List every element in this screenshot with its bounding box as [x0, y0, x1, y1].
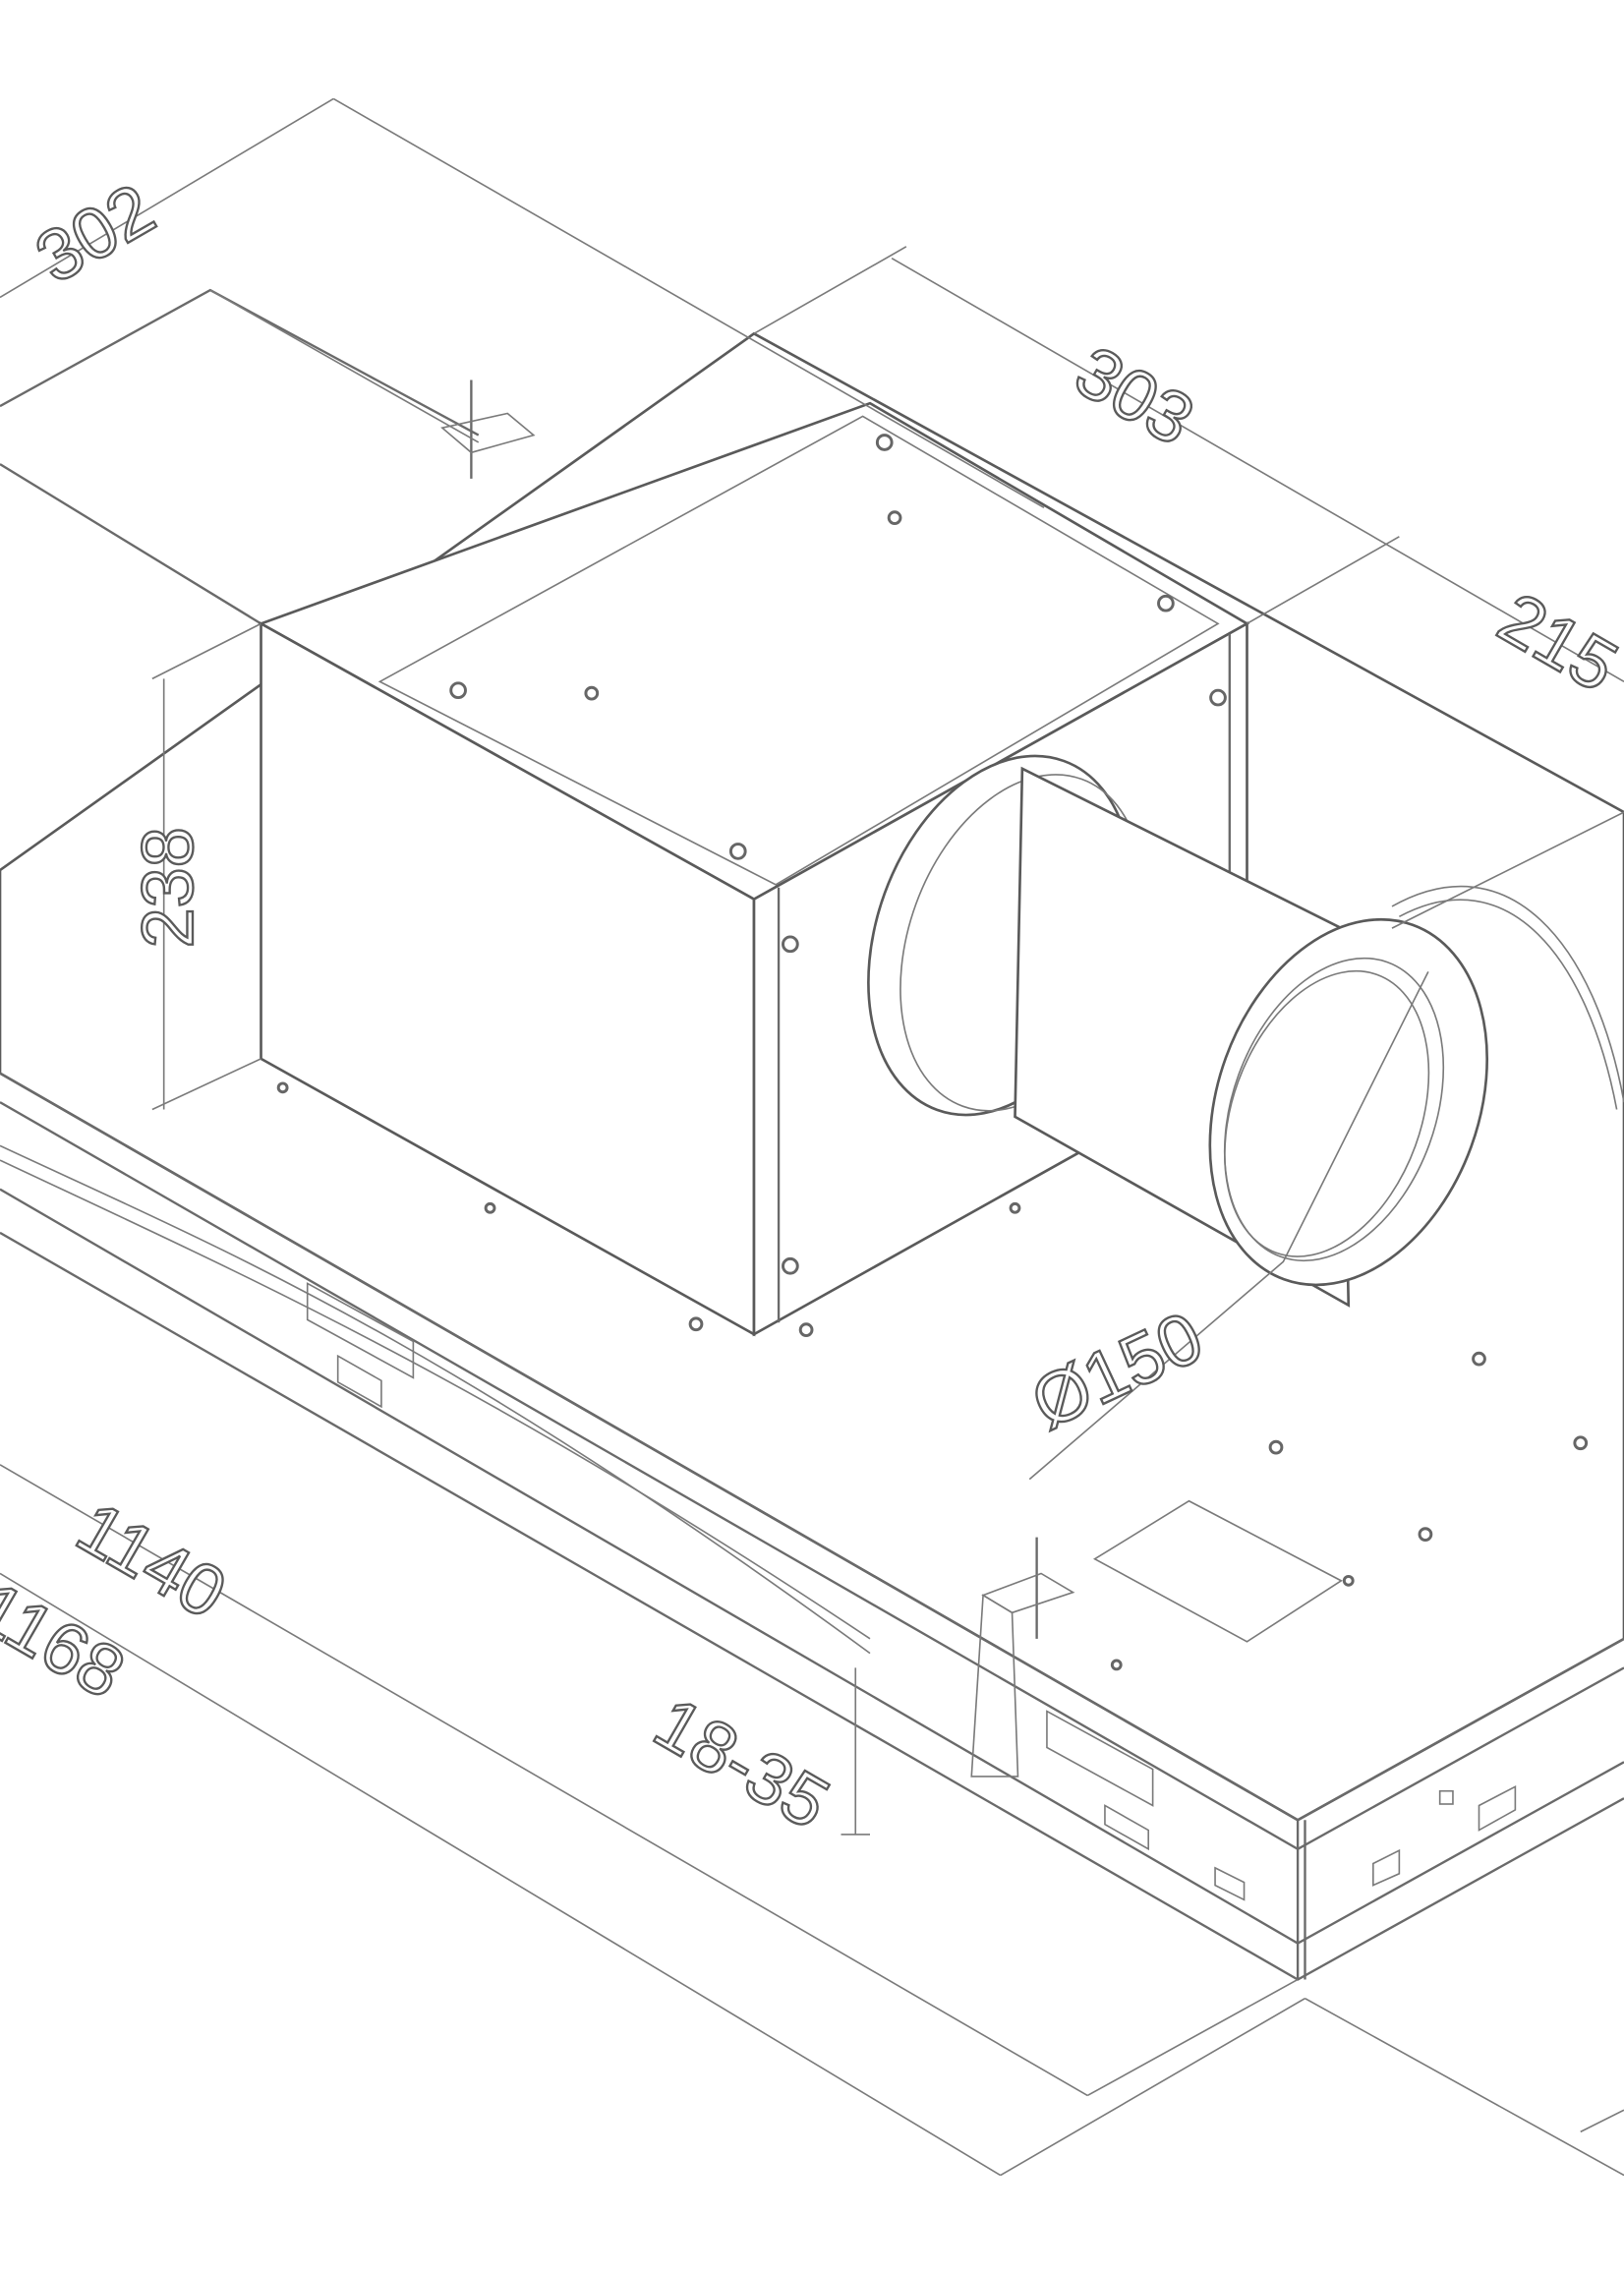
dimension-lines	[0, 97, 1624, 2177]
dim-238: 238	[127, 827, 208, 948]
dim-18-35: 18-35	[641, 1681, 842, 1844]
dim-215: 215	[1485, 576, 1624, 707]
dim-303: 303	[1062, 330, 1207, 461]
dim-302: 302	[22, 167, 167, 298]
duct-spigot	[867, 754, 1624, 1308]
dim-1140: 1140	[64, 1486, 240, 1634]
mounting-bracket	[440, 379, 1075, 1778]
